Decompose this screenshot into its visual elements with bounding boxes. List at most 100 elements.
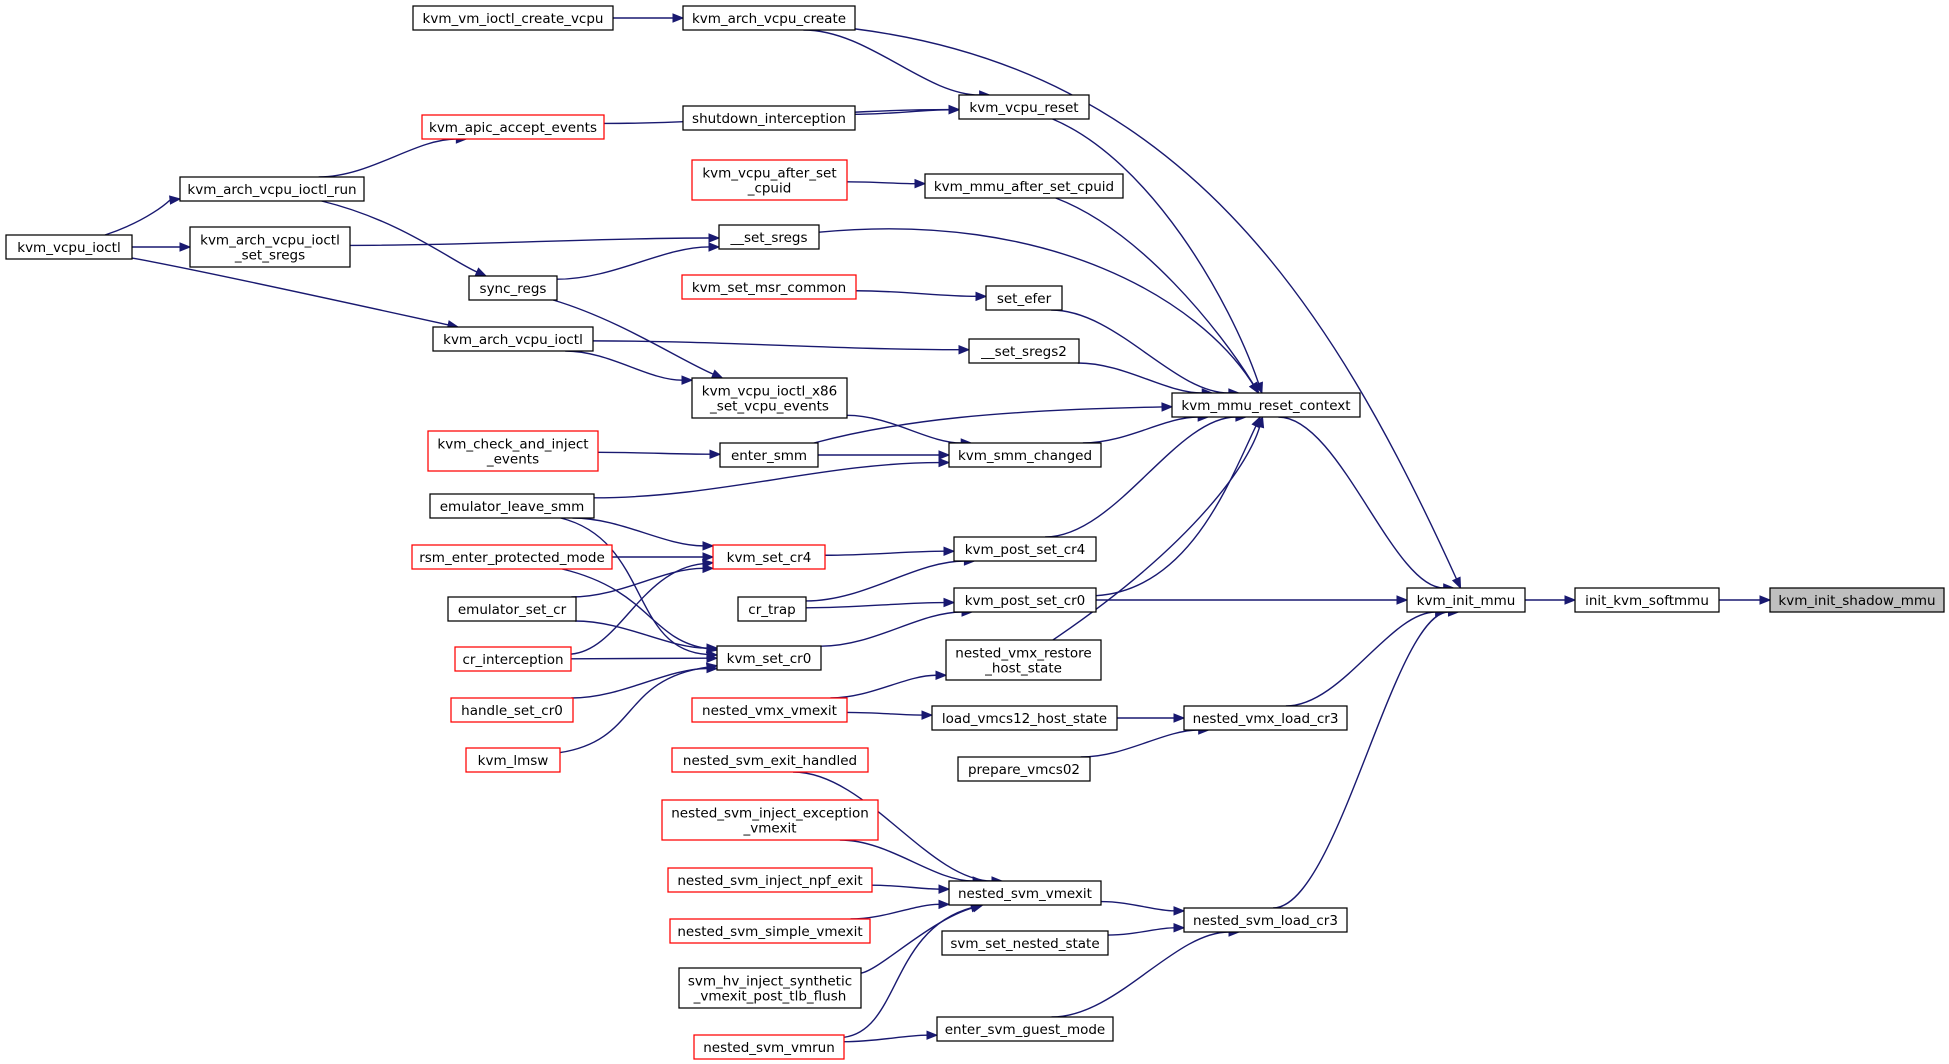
node-box xyxy=(936,1016,1114,1042)
node-nested-vmx-vmexit[interactable]: nested_vmx_vmexit xyxy=(691,697,848,723)
node-kvm-post-set-cr0[interactable]: kvm_post_set_cr0 xyxy=(953,587,1097,613)
arrowhead xyxy=(1564,595,1577,605)
node-box xyxy=(412,5,614,31)
edge-load_vmcs12_host_state-to-nested_vmx_load_cr3 xyxy=(1117,713,1186,723)
edge-kvm_vcpu_ioctl-to-kvm_arch_vcpu_ioctl_run xyxy=(104,195,182,236)
node-box xyxy=(945,639,1102,681)
edge-kvm_mmu_reset_context-to-kvm_init_mmu xyxy=(1278,416,1456,593)
arrowhead xyxy=(948,104,961,115)
node-enter-smm[interactable]: enter_smm xyxy=(719,442,819,468)
node-kvm-vcpu-after-set-cpuid[interactable]: kvm_vcpu_after_set_cpuid xyxy=(691,159,848,201)
node-svm-hv-inject-synthetic-vmexit-post-tlb-flush[interactable]: svm_hv_inject_synthetic_vmexit_post_tlb_… xyxy=(678,967,862,1009)
edge-kvm_vm_ioctl_create_vcpu-to-kvm_arch_vcpu_create xyxy=(613,13,685,23)
node-handle-set-cr0[interactable]: handle_set_cr0 xyxy=(450,697,574,723)
node-enter-svm-guest-mode[interactable]: enter_svm_guest_mode xyxy=(936,1016,1114,1042)
arrowhead xyxy=(672,13,685,23)
arrowhead xyxy=(938,457,951,468)
node-label: enter_smm xyxy=(731,448,807,464)
edge-set_sregs-to-kvm_mmu_reset_context xyxy=(818,228,1260,395)
node-kvm-arch-vcpu-create[interactable]: kvm_arch_vcpu_create xyxy=(682,5,856,31)
node-box xyxy=(411,544,613,570)
arrowhead xyxy=(708,233,721,243)
node-label: kvm_smm_changed xyxy=(958,448,1092,464)
node-kvm-set-cr0[interactable]: kvm_set_cr0 xyxy=(716,645,822,671)
node-load-vmcs12-host-state[interactable]: load_vmcs12_host_state xyxy=(931,705,1118,731)
node-label: load_vmcs12_host_state xyxy=(942,711,1107,727)
node-kvm-arch-vcpu-ioctl-set-sregs[interactable]: kvm_arch_vcpu_ioctl_set_sregs xyxy=(189,226,351,268)
node-kvm-check-and-inject-events[interactable]: kvm_check_and_inject_events xyxy=(427,430,599,472)
node-label: __set_sregs xyxy=(729,230,807,246)
node-kvm-set-cr4[interactable]: kvm_set_cr4 xyxy=(712,544,826,570)
edge-cr_trap-to-kvm_post_set_cr0 xyxy=(805,597,956,609)
node-box xyxy=(719,442,819,468)
edge-prepare_vmcs02-to-nested_vmx_load_cr3 xyxy=(1080,725,1211,758)
node-kvm-arch-vcpu-ioctl[interactable]: kvm_arch_vcpu_ioctl xyxy=(432,326,594,352)
node-init-kvm-softmmu[interactable]: init_kvm_softmmu xyxy=(1574,587,1720,613)
node-shutdown-interception[interactable]: shutdown_interception xyxy=(682,105,856,131)
node-set-sregs[interactable]: __set_sregs xyxy=(718,224,820,250)
arrowhead xyxy=(702,558,715,569)
node-box xyxy=(447,596,577,622)
edge-kvm_arch_vcpu_create-to-kvm_vcpu_reset xyxy=(803,29,991,100)
edge-emulator_leave_smm-to-kvm_set_cr4 xyxy=(572,517,715,551)
node-label: nested_vmx_vmexit xyxy=(702,703,837,719)
node-label: kvm_arch_vcpu_create xyxy=(692,11,846,27)
node-nested-svm-simple-vmexit[interactable]: nested_svm_simple_vmexit xyxy=(669,918,871,944)
node-svm-set-nested-state[interactable]: svm_set_nested_state xyxy=(941,930,1109,956)
node-cr-trap[interactable]: cr_trap xyxy=(737,596,807,622)
edge-cr_interception-to-kvm_set_cr0 xyxy=(570,653,719,663)
node-nested-vmx-restore-host-state[interactable]: nested_vmx_restore_host_state xyxy=(945,639,1102,681)
arrowhead xyxy=(1173,923,1186,933)
node-set-sregs2[interactable]: __set_sregs2 xyxy=(968,338,1080,364)
edge-kvm_arch_vcpu_ioctl-to-kvm_vcpu_ioctl_x86_set_vcpu_events xyxy=(565,350,694,385)
node-set-efer[interactable]: set_efer xyxy=(985,285,1063,311)
node-box xyxy=(465,747,561,773)
node-box xyxy=(661,799,879,841)
node-kvm-vcpu-reset[interactable]: kvm_vcpu_reset xyxy=(958,94,1090,120)
node-kvm-init-shadow-mmu[interactable]: kvm_init_shadow_mmu xyxy=(1769,587,1945,613)
node-label: nested_vmx_load_cr3 xyxy=(1193,711,1339,727)
node-box xyxy=(427,430,599,472)
node-kvm-arch-vcpu-ioctl-run[interactable]: kvm_arch_vcpu_ioctl_run xyxy=(179,176,365,202)
node-kvm-vcpu-ioctl[interactable]: kvm_vcpu_ioctl xyxy=(5,234,133,260)
node-nested-svm-exit-handled[interactable]: nested_svm_exit_handled xyxy=(671,747,869,773)
node-box xyxy=(678,967,862,1009)
node-prepare-vmcs02[interactable]: prepare_vmcs02 xyxy=(957,756,1091,782)
edge-nested_svm_vmrun-to-enter_svm_guest_mode xyxy=(843,1030,939,1043)
node-kvm-lmsw[interactable]: kvm_lmsw xyxy=(465,747,561,773)
node-emulator-set-cr[interactable]: emulator_set_cr xyxy=(447,596,577,622)
node-cr-interception[interactable]: cr_interception xyxy=(454,646,572,672)
node-kvm-mmu-reset-context[interactable]: kvm_mmu_reset_context xyxy=(1171,392,1361,418)
node-label: kvm_set_cr0 xyxy=(727,651,812,667)
node-nested-svm-vmrun[interactable]: nested_svm_vmrun xyxy=(693,1034,845,1060)
edge-sync_regs-to-set_sregs xyxy=(556,242,721,280)
arrowhead xyxy=(706,643,719,653)
node-kvm-post-set-cr4[interactable]: kvm_post_set_cr4 xyxy=(953,536,1097,562)
node-label: _events xyxy=(486,452,539,468)
node-kvm-set-msr-common[interactable]: kvm_set_msr_common xyxy=(681,274,857,300)
node-emulator-leave-smm[interactable]: emulator_leave_smm xyxy=(429,493,595,519)
edge-kvm_post_set_cr0-to-kvm_mmu_reset_context xyxy=(1095,415,1261,597)
node-rsm-enter-protected-mode[interactable]: rsm_enter_protected_mode xyxy=(411,544,613,570)
node-box xyxy=(1769,587,1945,613)
arrowhead xyxy=(474,267,488,277)
node-label: svm_set_nested_state xyxy=(950,936,1099,952)
node-nested-svm-vmexit[interactable]: nested_svm_vmexit xyxy=(948,880,1102,906)
node-kvm-vm-ioctl-create-vcpu[interactable]: kvm_vm_ioctl_create_vcpu xyxy=(412,5,614,31)
edge-init_kvm_softmmu-to-kvm_init_shadow_mmu xyxy=(1718,595,1772,605)
node-nested-svm-inject-npf-exit[interactable]: nested_svm_inject_npf_exit xyxy=(667,867,873,893)
node-kvm-init-mmu[interactable]: kvm_init_mmu xyxy=(1406,587,1526,613)
node-nested-svm-load-cr3[interactable]: nested_svm_load_cr3 xyxy=(1183,907,1348,933)
node-nested-svm-inject-exception-vmexit[interactable]: nested_svm_inject_exception_vmexit xyxy=(661,799,879,841)
node-nested-vmx-load-cr3[interactable]: nested_vmx_load_cr3 xyxy=(1183,705,1348,731)
node-kvm-smm-changed[interactable]: kvm_smm_changed xyxy=(948,442,1102,468)
arrowhead xyxy=(1248,381,1260,395)
node-kvm-apic-accept-events[interactable]: kvm_apic_accept_events xyxy=(421,114,605,140)
node-kvm-vcpu-ioctl-x86-set-vcpu-events[interactable]: kvm_vcpu_ioctl_x86_set_vcpu_events xyxy=(691,377,848,419)
edge-kvm_post_set_cr4-to-kvm_mmu_reset_context xyxy=(1045,412,1248,538)
node-sync-regs[interactable]: sync_regs xyxy=(468,275,558,301)
edge-svm_set_nested_state-to-nested_svm_load_cr3 xyxy=(1107,923,1186,936)
edge-rsm_enter_protected_mode-to-kvm_set_cr0 xyxy=(562,568,719,654)
node-kvm-mmu-after-set-cpuid[interactable]: kvm_mmu_after_set_cpuid xyxy=(924,173,1124,199)
